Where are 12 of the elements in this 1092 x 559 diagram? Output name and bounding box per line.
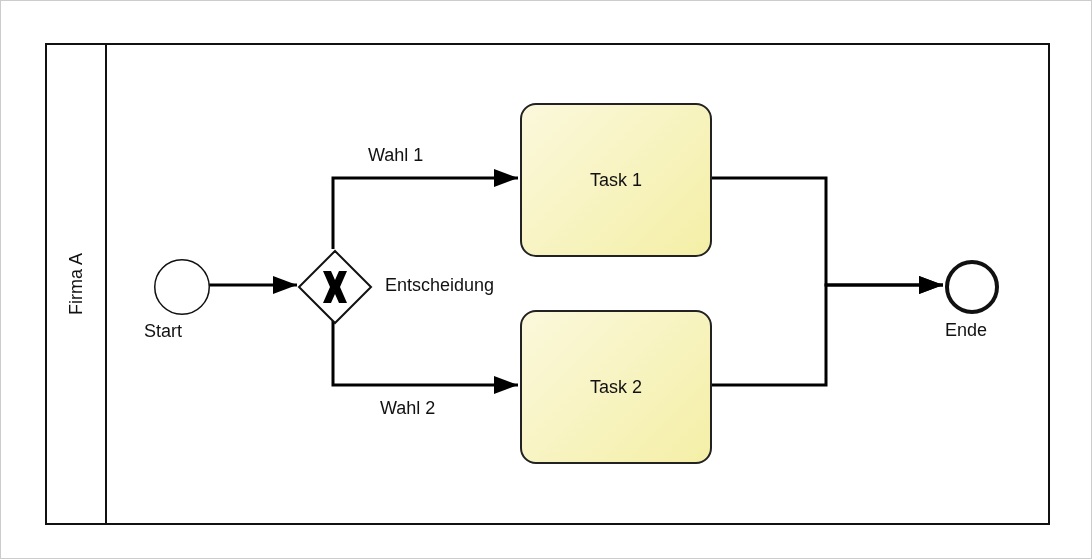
event-label: Entscheidung — [385, 275, 495, 296]
event-label: Ende — [945, 320, 988, 341]
pool-frame — [45, 43, 1050, 525]
task-box — [520, 103, 712, 257]
event-label: Start — [144, 321, 182, 342]
task-box — [520, 310, 712, 464]
sequence-flow-arrow — [710, 276, 943, 387]
task-label: Task 1 — [590, 169, 642, 191]
task-label: Task 2 — [590, 376, 642, 398]
sequence-flow-arrow — [331, 169, 518, 249]
sequence-flow-arrow — [331, 321, 518, 394]
pool-title: Firma A — [65, 253, 87, 315]
